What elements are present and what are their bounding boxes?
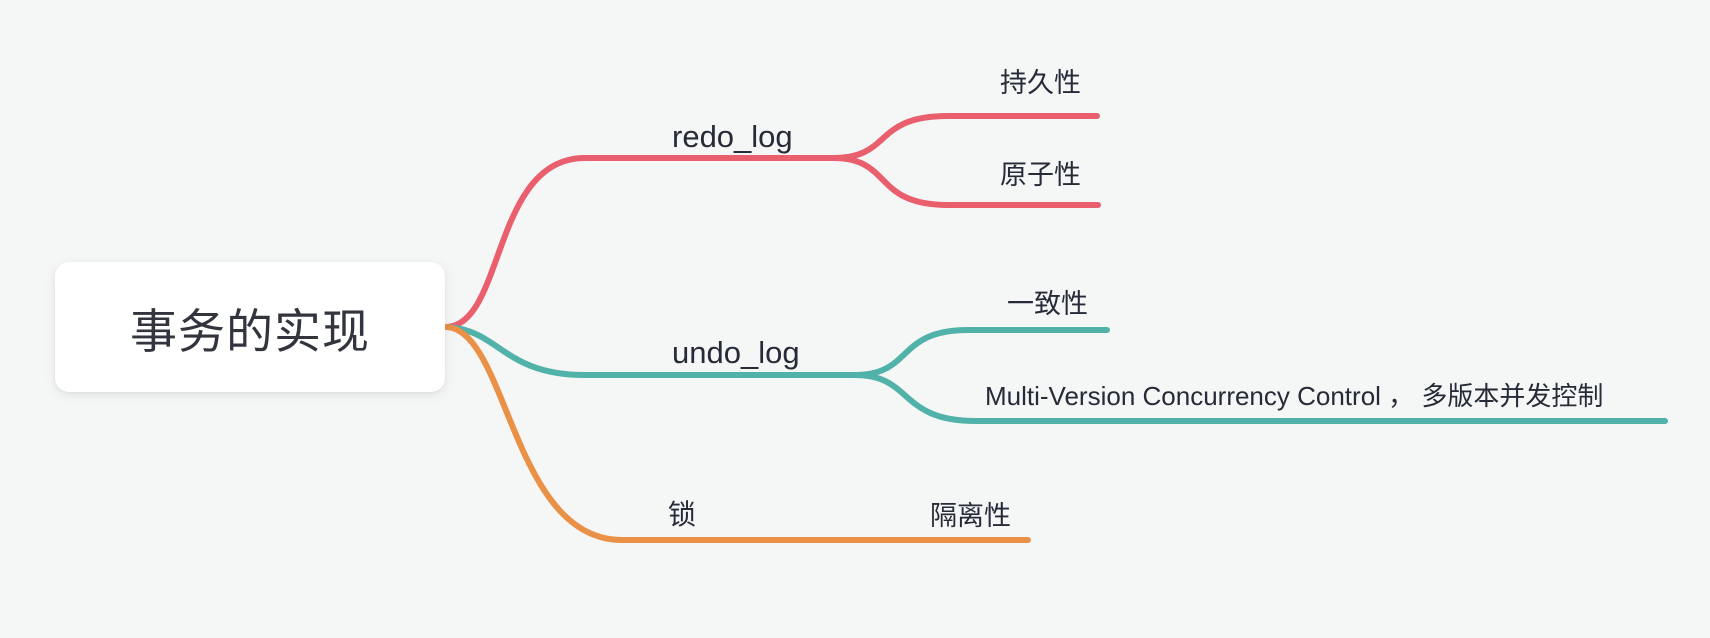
node-durability[interactable]: 持久性 xyxy=(1000,68,1081,98)
node-isolation[interactable]: 隔离性 xyxy=(930,501,1011,531)
edge-redo-log-to-durability xyxy=(830,113,1100,161)
node-lock[interactable]: 锁 xyxy=(668,499,697,530)
edge-root-to-lock-and-isolation xyxy=(444,324,1031,543)
root-node[interactable]: 事务的实现 xyxy=(55,262,445,392)
node-consistency[interactable]: 一致性 xyxy=(1007,289,1088,319)
node-mvcc[interactable]: Multi-Version Concurrency Control ， 多版本并… xyxy=(985,381,1604,411)
edge-root-to-undo-log xyxy=(444,324,858,378)
edge-undo-log-to-mvcc xyxy=(852,372,1668,424)
edge-redo-log-to-atomicity xyxy=(830,155,1101,208)
node-atomicity[interactable]: 原子性 xyxy=(1000,160,1081,190)
edge-root-to-redo-log xyxy=(444,155,836,330)
node-redo-log[interactable]: redo_log xyxy=(672,119,793,154)
node-undo-log[interactable]: undo_log xyxy=(672,335,800,370)
edge-undo-log-to-consistency xyxy=(852,327,1110,378)
root-node-label: 事务的实现 xyxy=(130,304,370,358)
